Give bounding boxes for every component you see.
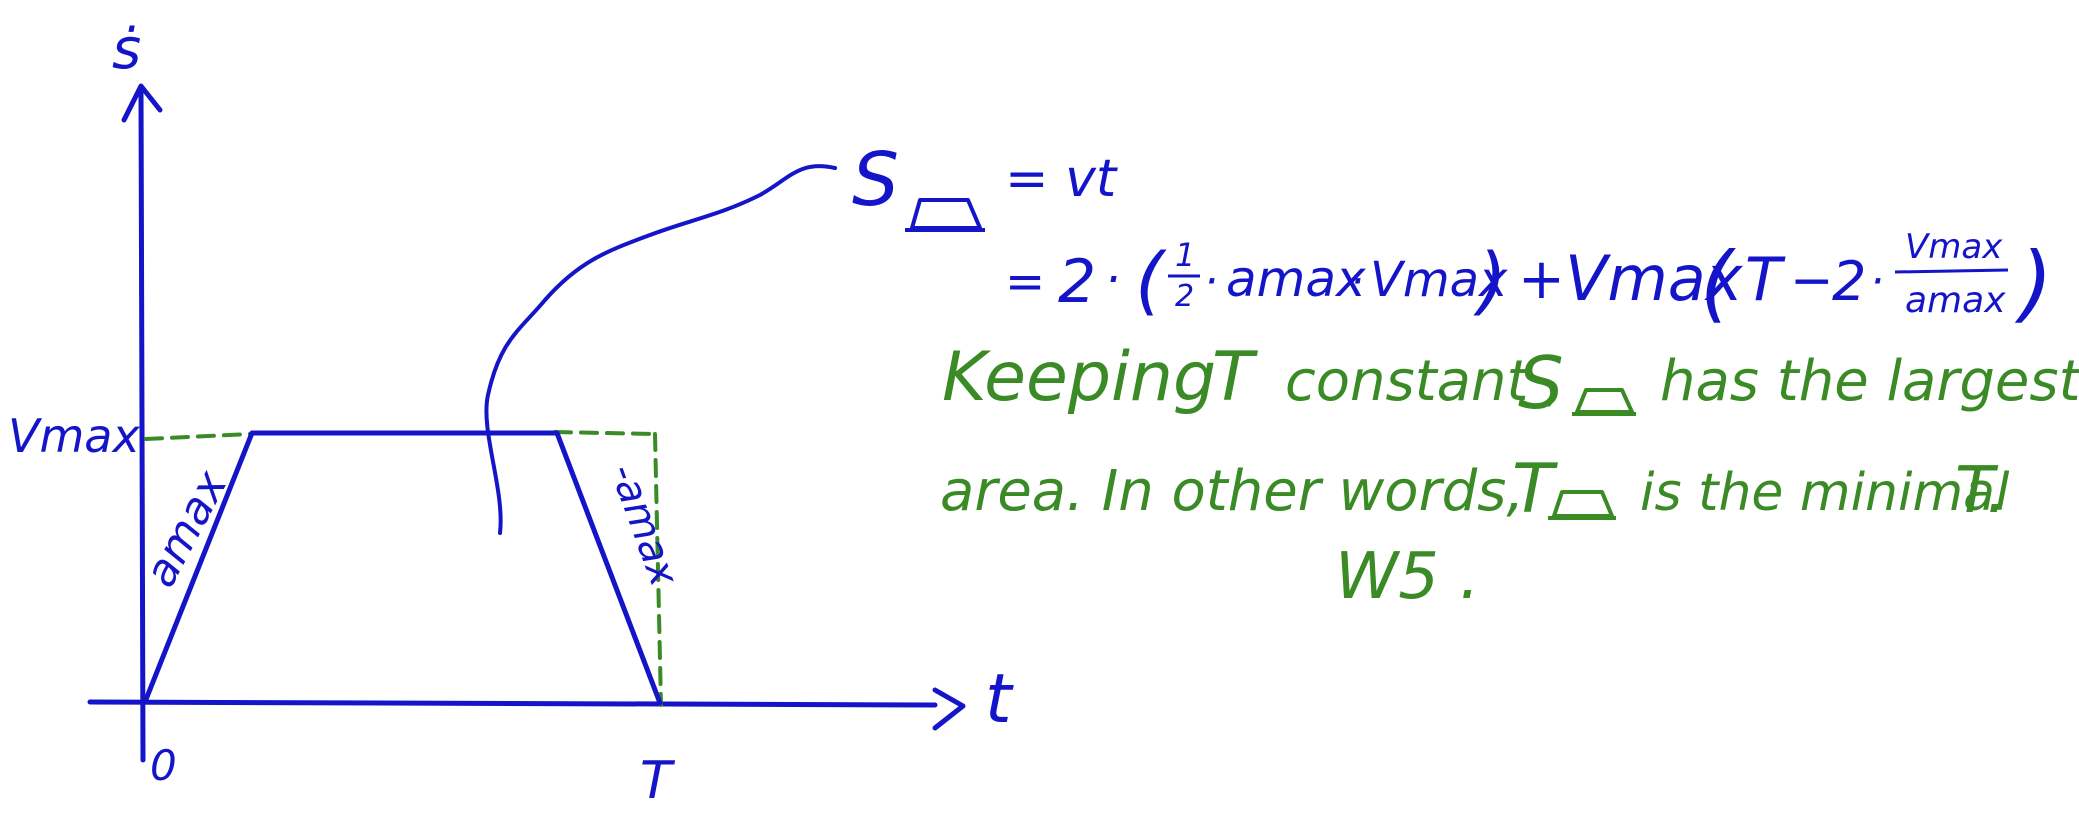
note-line2-area: area. In other words, [940,459,1524,524]
vmax-dashed-right [553,430,657,436]
vmax-label: Vmax [8,409,140,463]
equation-line2-T: T [1745,245,1786,315]
x-axis-label: t [985,660,1014,739]
pointer-curve [484,164,837,535]
equation-frac-numerator: Vmax [1905,227,2003,267]
area-symbol-s: S [852,137,899,223]
end-time-dashed-vertical [653,432,663,707]
accel-slope-label: amax [135,462,238,595]
equation-line2-dot: · [1105,252,1120,308]
vmax-dashed-left [144,432,252,441]
equation-line2-close-paren: ) [1473,238,1507,324]
guide-lines [144,430,663,707]
equation-line2-open-paren: ( [1135,238,1167,324]
equation-line2-dot4: · [1870,256,1884,307]
note-trapezoid-icon-1 [1572,388,1636,416]
note-line1-S: S [1518,341,1564,425]
axes [87,83,966,763]
equation-frac-denominator: amax [1905,280,2006,321]
equation-line2-vmax2: Vmax [1565,242,1744,315]
y-axis-arrowhead [121,83,163,123]
trapezoid-subscript-icon [905,198,985,232]
note: Keeping T constant , S has the largest a… [940,338,2079,614]
note-line1-keeping: Keeping [942,338,1216,417]
note-line1-T: T [1212,338,1258,417]
y-axis-line [138,87,146,763]
equation-line1-rhs: = vt [1005,149,1118,209]
equation-frac-bar [1894,268,2009,274]
equation-line2-plus: + [1518,247,1565,312]
equation-line2-two2: 2 [1832,250,1866,313]
note-line2-minimal: is the minimal [1640,463,2010,523]
end-time-label: T [640,751,676,811]
equation-half-denominator: 2 [1175,279,1194,314]
equation-line2-amax: amax [1226,250,1366,308]
equation-line2-open-paren2: ( [1700,234,1736,332]
note-line2-T: T [1512,450,1558,529]
origin-label: 0 [150,741,177,790]
equation-line2-equals: = [1005,254,1045,310]
note-line1-constant: constant , [1285,349,1564,414]
equation-line2-dot2: · [1204,256,1218,307]
equation-line2-minus: − [1790,251,1834,311]
equation-line2-vmax: Vmax [1370,252,1508,308]
equation-line2-close-paren2: ) [2014,234,2053,332]
equation-half-numerator: 1 [1175,236,1195,274]
trapezoid-profile [142,430,663,706]
equation-line2-two: 2 [1058,247,1096,317]
decel-slope-label: -amax [601,458,687,593]
equation: S = vt = 2 · ( 1 2 · amax · Vmax ) + Vma… [852,137,2053,332]
equation-line2-dot3: · [1350,256,1364,307]
x-axis-arrowhead [932,687,966,731]
x-axis-line [87,699,938,708]
note-line2-end-T: T. [1955,454,2007,528]
note-line1-rest: has the largest [1660,349,2079,414]
note-line3-signoff: W5 . [1335,540,1480,614]
note-trapezoid-icon-2 [1548,490,1616,520]
y-axis-label: ṡ [112,17,141,82]
